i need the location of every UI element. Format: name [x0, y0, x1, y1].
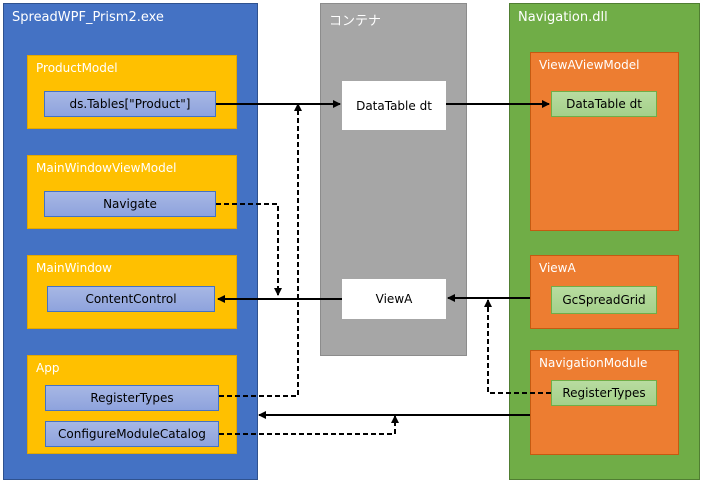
navigation-module-title: NavigationModule: [539, 356, 648, 370]
view-a-view-model-box: ViewAViewModel: [530, 52, 679, 231]
gc-spread-grid-member: GcSpreadGrid: [551, 286, 657, 314]
container-viewa-box: ViewA: [342, 279, 446, 319]
view-a-view-model-title: ViewAViewModel: [539, 58, 640, 72]
exe-panel-title: SpreadWPF_Prism2.exe: [12, 10, 164, 25]
view-a-title: ViewA: [539, 261, 576, 275]
configure-module-catalog-member: ConfigureModuleCatalog: [45, 421, 219, 447]
app-register-types-member: RegisterTypes: [45, 385, 219, 411]
dll-panel-title: Navigation.dll: [518, 10, 608, 25]
product-tables-member: ds.Tables["Product"]: [44, 91, 216, 117]
container-datatable-box: DataTable dt: [342, 81, 446, 130]
app-title: App: [36, 361, 60, 375]
navigate-member: Navigate: [44, 191, 216, 217]
product-model-title: ProductModel: [36, 61, 118, 75]
view-model-datatable-member: DataTable dt: [551, 91, 657, 117]
content-control-member: ContentControl: [47, 286, 215, 312]
main-window-view-model-title: MainWindowViewModel: [36, 161, 177, 175]
module-register-types-member: RegisterTypes: [551, 380, 657, 406]
main-window-title: MainWindow: [36, 261, 112, 275]
container-panel-title: コンテナ: [329, 14, 382, 29]
